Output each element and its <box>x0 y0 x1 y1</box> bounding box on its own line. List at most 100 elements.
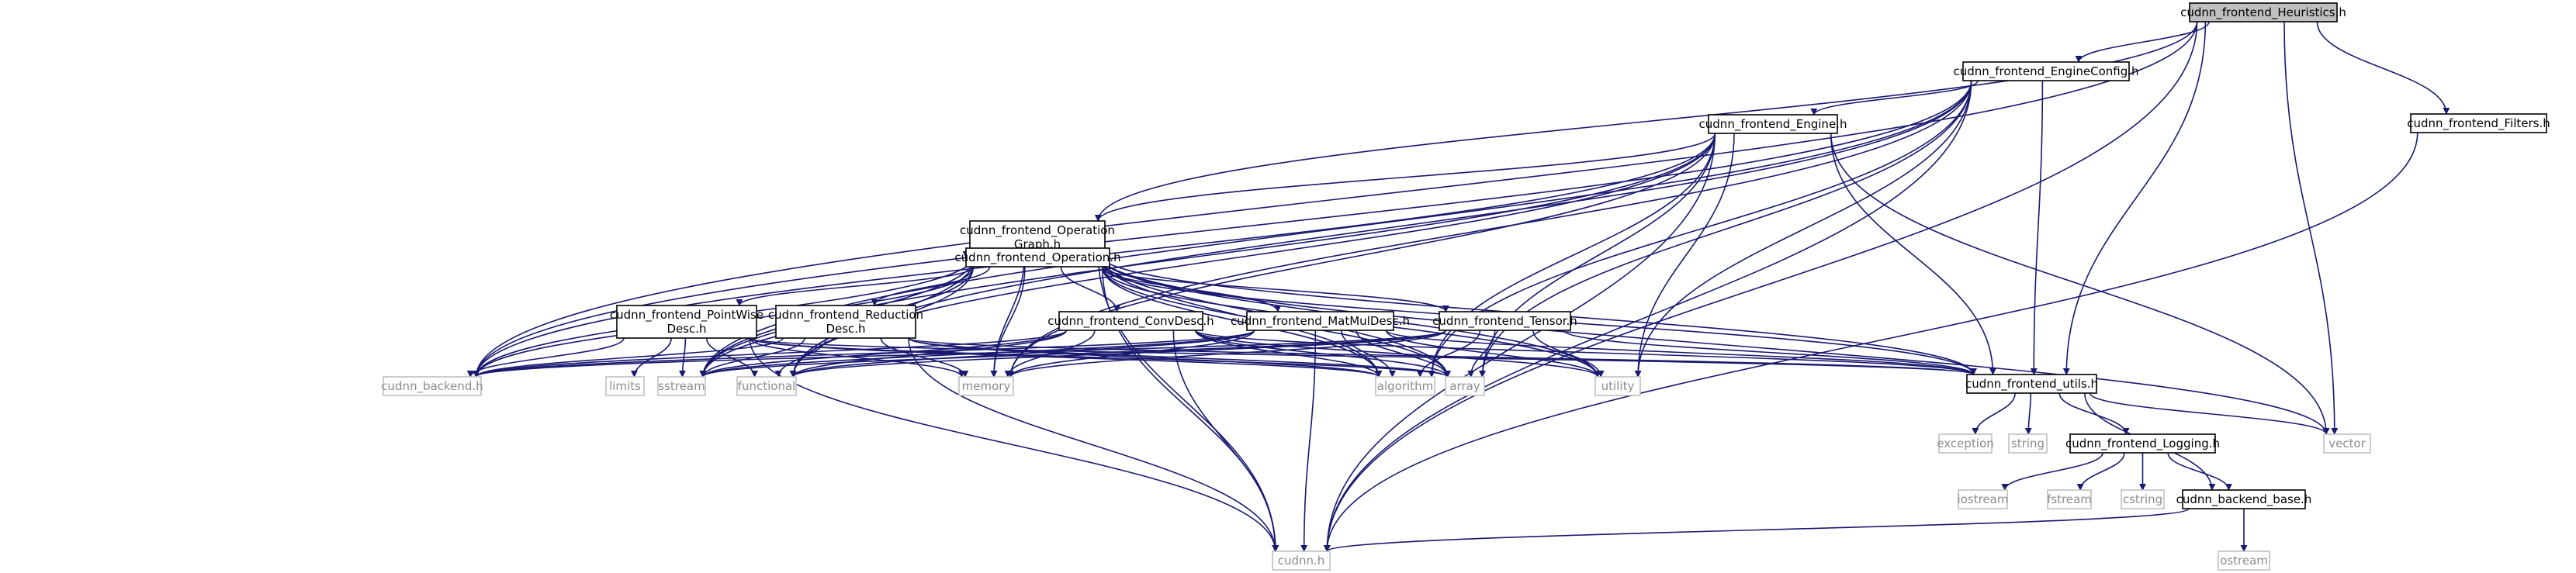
edge-engineconfig-to-engine <box>1810 80 1979 116</box>
node-heuristics[interactable]: cudnn_frontend_Heuristics.h <box>2180 2 2346 22</box>
node-label-utils: cudnn_frontend_utils.h <box>1965 377 2098 392</box>
node-box-convdesc <box>1058 311 1203 331</box>
edge-convdesc-to-sstream <box>699 330 1068 378</box>
node-label-vector: vector <box>2328 437 2366 450</box>
edge-utils-to-exception <box>1972 392 2016 435</box>
node-label-cstring: cstring <box>2123 492 2162 506</box>
edge-tensor-to-memory <box>1007 330 1447 378</box>
edge-engineconfig-to-utils <box>2030 80 2044 375</box>
node-box-matmul <box>1246 311 1394 331</box>
node-array: array <box>1445 376 1485 396</box>
edge-operation-to-reduction <box>871 266 991 306</box>
edge-heuristics-to-cudnn_h <box>1323 21 2198 552</box>
edge-tensor-to-utils <box>1563 330 1977 375</box>
node-label-backend_base: cudnn_backend_base.h <box>2176 492 2312 507</box>
node-box-ostream <box>2218 551 2270 571</box>
node-fstream: fstream <box>2047 489 2092 509</box>
node-layer: cudnn_frontend_Heuristics.h cudnn_fronten… <box>381 2 2550 571</box>
node-operation[interactable]: cudnn_frontend_Operation.h <box>954 247 1121 268</box>
node-filters[interactable]: cudnn_frontend_Filters.h <box>2407 113 2550 133</box>
edge-convdesc-to-cudnn_h <box>1172 330 1279 552</box>
node-box-fstream <box>2047 489 2092 509</box>
node-label-limits: limits <box>609 379 641 393</box>
edge-matmul-to-utils <box>1385 330 1977 375</box>
node-box-operation <box>965 247 1110 268</box>
node-label-filters: cudnn_frontend_Filters.h <box>2407 116 2550 131</box>
node-label-fstream: fstream <box>2047 492 2092 506</box>
node-label-pointwise: cudnn_frontend_PointWise <box>610 308 763 323</box>
edge-heuristics-to-filters <box>2316 21 2450 115</box>
edge-utils-to-logging <box>2058 392 2130 435</box>
node-box-heuristics <box>2189 2 2338 22</box>
node-box-filters <box>2410 113 2547 133</box>
node-box-exception <box>1938 433 1993 454</box>
node-matmul[interactable]: cudnn_frontend_MatMulDesc.h <box>1231 311 1410 331</box>
node-engineconfig[interactable]: cudnn_frontend_EngineConfig.h <box>1953 61 2139 81</box>
node-label-array: array <box>1449 379 1480 393</box>
node-box-cudnn_backend <box>383 376 482 396</box>
node-box-functional <box>736 376 797 396</box>
node-engine[interactable]: cudnn_frontend_Engine.h <box>1699 114 1847 134</box>
node-box-tensor <box>1439 311 1571 331</box>
node-box-reduction <box>775 305 916 339</box>
node-label-opgraph: cudnn_frontend_Operation <box>960 223 1115 238</box>
edge-pointwise-to-functional <box>705 337 759 378</box>
node-label-engineconfig: cudnn_frontend_EngineConfig.h <box>1953 64 2138 79</box>
edge-engine-to-vector <box>1830 133 2330 435</box>
node-label-logging: cudnn_frontend_Logging.h <box>2065 437 2220 451</box>
edge-backend_base-to-cudnn_h <box>1324 508 2190 552</box>
node-backend_base[interactable]: cudnn_backend_base.h <box>2176 489 2312 509</box>
node-tensor[interactable]: cudnn_frontend_Tensor.h <box>1432 311 1577 331</box>
node-box-array <box>1445 376 1485 396</box>
edge-engine-to-memory <box>1007 133 1716 378</box>
edge-matmul-to-functional <box>789 330 1255 378</box>
node-box-logging <box>2069 433 2216 454</box>
edge-matmul-to-algorithm <box>1341 330 1397 378</box>
node-label-ostream: ostream <box>2220 554 2268 568</box>
edge-layer <box>466 21 2450 552</box>
node-label-algorithm: algorithm <box>1377 379 1433 393</box>
edge-operation-to-memory <box>990 266 1026 378</box>
node-box-utils <box>1966 374 2097 394</box>
node-label-pointwise: Desc.h <box>667 322 706 336</box>
node-label-reduction: cudnn_frontend_Reduction <box>768 308 923 323</box>
node-cstring: cstring <box>2121 489 2165 509</box>
node-label-memory: memory <box>962 379 1011 393</box>
node-box-backend_base <box>2182 489 2306 509</box>
node-iostream: iostream <box>1958 489 2009 509</box>
node-utils[interactable]: cudnn_frontend_utils.h <box>1965 374 2098 394</box>
node-vector: vector <box>2323 433 2371 454</box>
node-box-sstream <box>657 376 706 396</box>
edge-reduction-to-cudnn_h <box>908 337 1279 552</box>
edge-utils-to-string <box>2024 392 2032 435</box>
node-cudnn_backend: cudnn_backend.h <box>381 376 483 396</box>
node-box-string <box>2008 433 2048 454</box>
edge-operation-to-matmul <box>1101 266 1282 312</box>
edge-utils-to-vector <box>2089 392 2330 435</box>
node-label-cudnn_h: cudnn.h <box>1278 554 1325 568</box>
edge-logging-to-fstream <box>2076 452 2125 491</box>
node-convdesc[interactable]: cudnn_frontend_ConvDesc.h <box>1047 311 1214 331</box>
node-label-iostream: iostream <box>1958 492 2009 506</box>
edge-tensor-to-cudnn_backend <box>473 330 1447 378</box>
edge-engineconfig-to-utility <box>1634 80 1972 378</box>
node-box-vector <box>2323 433 2371 454</box>
node-label-matmul: cudnn_frontend_MatMulDesc.h <box>1231 314 1410 329</box>
edge-logging-to-backend_base <box>2167 452 2232 491</box>
edge-matmul-to-cudnn_h <box>1300 330 1317 552</box>
node-box-engine <box>1708 114 1838 134</box>
node-label-cudnn_backend: cudnn_backend.h <box>381 379 483 394</box>
edge-convdesc-to-cudnn_backend <box>473 330 1068 378</box>
node-cudnn_h: cudnn.h <box>1272 551 1331 571</box>
edge-heuristics-to-cudnn_backend <box>473 21 2198 378</box>
edge-logging-to-iostream <box>2001 452 2103 491</box>
edge-engine-to-array <box>1479 133 1716 378</box>
edge-engine-to-functional <box>789 133 1716 378</box>
node-string: string <box>2008 433 2048 454</box>
edge-engine-to-utility <box>1634 133 1735 378</box>
edge-engine-to-opgraph <box>1094 133 1716 222</box>
node-logging[interactable]: cudnn_frontend_Logging.h <box>2065 433 2220 454</box>
